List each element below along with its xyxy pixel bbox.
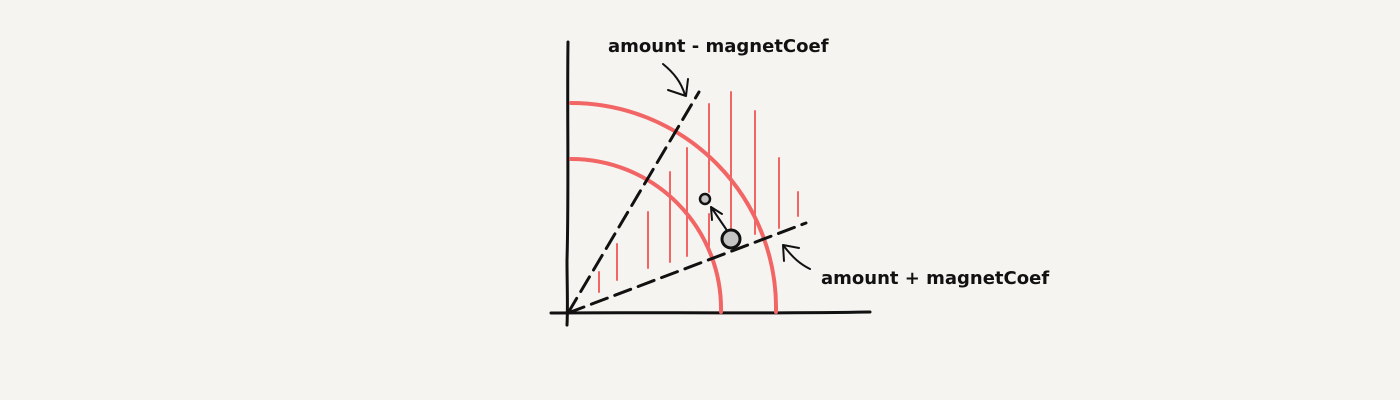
x-axis xyxy=(549,310,872,315)
lower-line-label: amount + magnetCoef xyxy=(821,268,1050,289)
lower-callout-arrow xyxy=(782,244,811,270)
lower-dashed-line xyxy=(566,221,808,315)
outer-arc xyxy=(569,101,779,314)
move-arrow xyxy=(710,206,727,230)
inner-arc xyxy=(569,157,724,314)
target-position-marker xyxy=(698,192,712,206)
callout-arrows xyxy=(662,63,811,270)
upper-callout-arrow xyxy=(662,63,689,97)
arcs xyxy=(569,101,779,314)
y-axis xyxy=(565,40,570,327)
upper-dashed-line xyxy=(566,90,701,315)
dashed-lines xyxy=(566,90,808,315)
hatch-lines xyxy=(598,91,799,293)
current-position-marker xyxy=(720,228,742,250)
markers xyxy=(698,192,742,250)
axes xyxy=(549,40,872,327)
upper-line-label: amount - magnetCoef xyxy=(608,36,829,57)
